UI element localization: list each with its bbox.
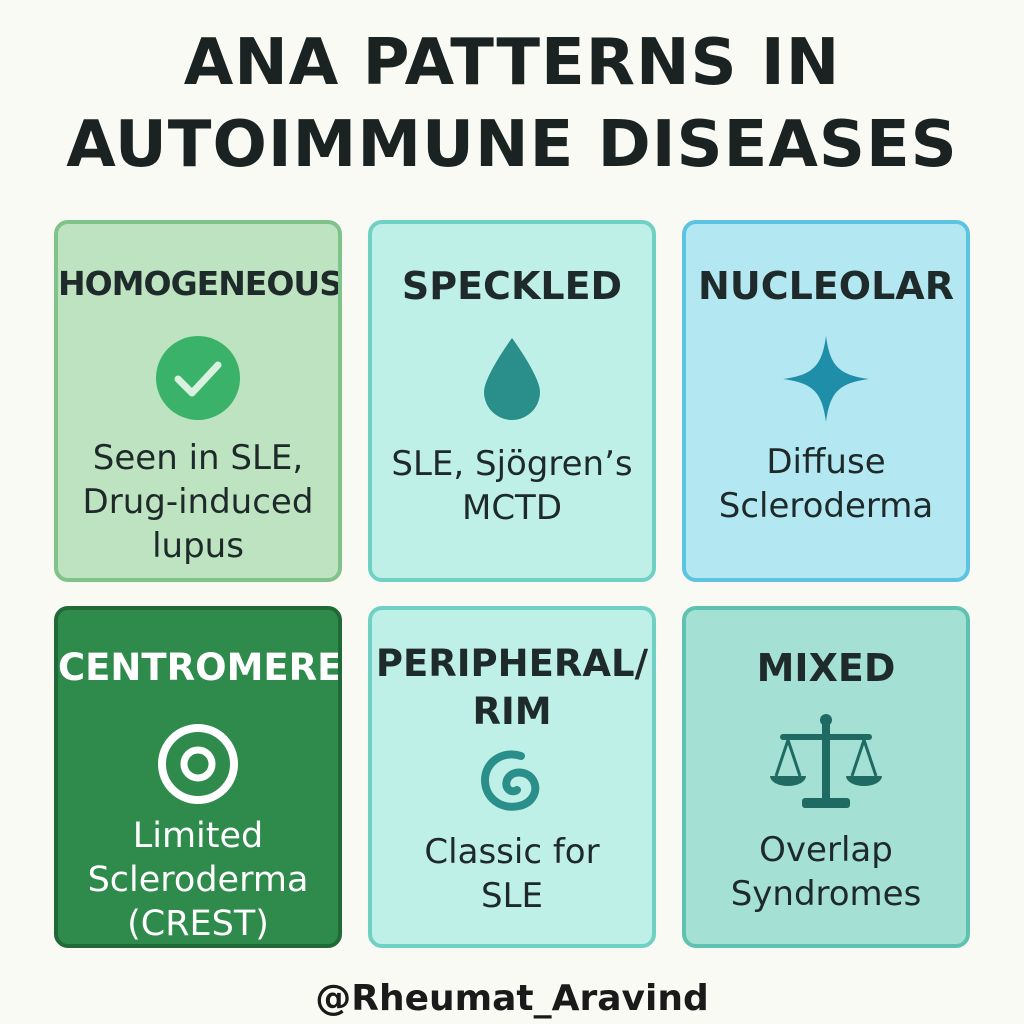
card-centromere: CENTROMERE Limited Scleroderma (CREST)	[54, 606, 342, 948]
desc-line: Scleroderma	[718, 486, 934, 526]
card-heading: PERIPHERAL/ RIM	[372, 640, 652, 736]
card-description: Limited Scleroderma (CREST)	[58, 814, 338, 944]
card-description: Diffuse Scleroderma	[686, 440, 966, 528]
desc-line: Classic for	[424, 832, 600, 872]
card-description: Classic for SLE	[372, 830, 652, 918]
desc-line: Limited	[132, 816, 264, 856]
droplet-icon	[480, 336, 544, 424]
desc-line: Syndromes	[730, 874, 922, 914]
spiral-icon	[477, 748, 547, 820]
card-nucleolar: NUCLEOLAR Diffuse Scleroderma	[682, 220, 970, 582]
card-speckled: SPECKLED SLE, Sjögren’s MCTD	[368, 220, 656, 582]
card-description: SLE, Sjögren’s MCTD	[372, 442, 652, 530]
card-description: Overlap Syndromes	[686, 828, 966, 916]
desc-line: Diffuse	[766, 442, 886, 482]
check-circle-icon	[154, 334, 242, 426]
desc-line: Scleroderma	[87, 860, 309, 900]
desc-line: (CREST)	[127, 904, 269, 944]
desc-line: SLE	[480, 876, 543, 916]
heading-line: PERIPHERAL/	[375, 642, 649, 685]
balance-scale-icon	[766, 712, 886, 816]
card-mixed: MIXED Overlap Syndromes	[682, 606, 970, 948]
card-heading: CENTROMERE	[58, 646, 342, 689]
card-peripheral-rim: PERIPHERAL/ RIM Classic for SLE	[368, 606, 656, 948]
desc-line: Seen in SLE,	[92, 438, 304, 478]
author-handle: @Rheumat_Aravind	[315, 978, 709, 1019]
desc-line: Drug-induced	[82, 482, 314, 522]
sparkle-star-icon	[781, 334, 871, 428]
desc-line: SLE, Sjögren’s	[391, 444, 633, 484]
card-heading: SPECKLED	[401, 264, 623, 308]
card-heading: NUCLEOLAR	[698, 264, 954, 308]
title-line-2: AUTOIMMUNE DISEASES	[66, 108, 958, 182]
card-heading: HOMOGENEOUS	[58, 264, 342, 303]
title-line-1: ANA PATTERNS IN	[183, 26, 841, 100]
page-title: ANA PATTERNS IN AUTOIMMUNE DISEASES	[0, 22, 1024, 186]
desc-line: Overlap	[759, 830, 893, 870]
desc-line: lupus	[152, 526, 244, 566]
desc-line: MCTD	[461, 488, 563, 528]
card-heading: MIXED	[756, 646, 896, 690]
heading-line: RIM	[472, 690, 552, 733]
target-icon	[156, 722, 240, 810]
card-description: Seen in SLE, Drug-induced lupus	[58, 436, 338, 568]
card-homogeneous: HOMOGENEOUS Seen in SLE, Drug-induced lu…	[54, 220, 342, 582]
